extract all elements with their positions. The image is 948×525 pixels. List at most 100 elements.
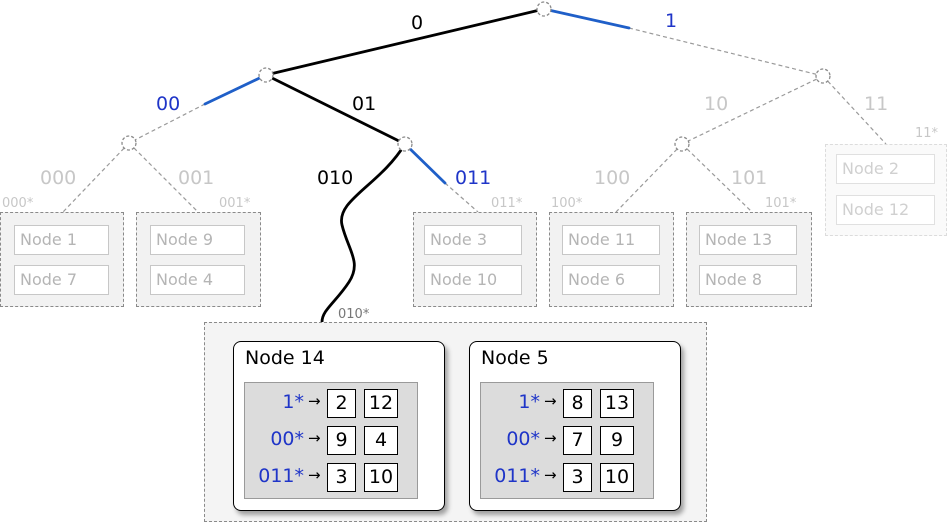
edge-00 (203, 73, 268, 106)
edge-00-faded (128, 103, 206, 144)
routing-entry: 2 (327, 389, 356, 418)
edge-label-101: 101 (731, 167, 767, 189)
edge-1 (542, 7, 631, 30)
edge-label-10: 10 (704, 93, 728, 115)
routing-table: 1* → 8 13 00* → 7 9 011* → 3 10 (480, 382, 654, 499)
routing-prefix: 1* (282, 391, 304, 413)
kbucket-000: Node 1 Node 7 (0, 212, 124, 307)
routing-entry: 13 (600, 389, 634, 418)
routing-entry: 12 (364, 389, 398, 418)
routing-prefix: 011* (494, 465, 540, 487)
arrow-icon: → (308, 429, 321, 447)
trie-node-10 (674, 136, 690, 152)
routing-row: 00* → 9 4 (245, 425, 417, 457)
arrow-icon: → (544, 466, 557, 484)
edge-100 (615, 143, 683, 213)
edge-label-1: 1 (665, 10, 677, 32)
trie-node-0 (258, 67, 274, 83)
trie-node-01 (397, 136, 413, 152)
routing-entry: 10 (364, 463, 398, 492)
prefix-label-101: 101* (765, 196, 797, 211)
routing-prefix: 011* (258, 465, 304, 487)
edge-10 (681, 75, 824, 145)
edge-101 (681, 143, 753, 213)
kbucket-node: Node 12 (836, 195, 935, 225)
routing-row: 011* → 3 10 (245, 462, 417, 494)
prefix-label-11: 11* (915, 126, 939, 141)
kbucket-node: Node 4 (150, 265, 245, 295)
edge-label-11: 11 (864, 93, 888, 115)
edge-01 (264, 73, 407, 146)
routing-prefix: 1* (518, 391, 540, 413)
edge-label-0: 0 (411, 12, 423, 34)
edge-011-faded (444, 182, 479, 213)
trie-node-1 (815, 68, 831, 84)
routing-table: 1* → 2 12 00* → 9 4 011* → 3 10 (244, 382, 418, 499)
edge-label-001: 001 (178, 167, 214, 189)
kbucket-001: Node 9 Node 4 (136, 212, 261, 307)
routing-row: 1* → 2 12 (245, 388, 417, 420)
routing-entry: 8 (563, 389, 592, 418)
kbucket-node: Node 1 (14, 225, 109, 255)
arrow-icon: → (308, 466, 321, 484)
routing-row: 1* → 8 13 (481, 388, 653, 420)
lookup-path (264, 7, 546, 324)
prefix-label-000: 000* (2, 196, 34, 211)
edge-1-faded (628, 27, 824, 77)
edge-0 (264, 7, 546, 77)
edge-11 (822, 75, 887, 145)
edge-label-01: 01 (352, 93, 376, 115)
prefix-label-011: 011* (491, 196, 523, 211)
prefix-label-010: 010* (338, 307, 370, 322)
kbucket-node: Node 2 (836, 154, 935, 184)
trie-nodes (121, 1, 831, 152)
routing-entry: 10 (600, 463, 634, 492)
node-card: Node 14 1* → 2 12 00* → 9 4 011* → 3 10 (233, 341, 445, 511)
arrow-icon: → (544, 392, 557, 410)
edge-label-010: 010 (317, 167, 353, 189)
routing-row: 011* → 3 10 (481, 462, 653, 494)
routing-entry: 9 (600, 426, 634, 455)
kbucket-node: Node 9 (150, 225, 245, 255)
routing-entry: 3 (563, 463, 592, 492)
prefix-label-001: 001* (219, 196, 251, 211)
edge-label-011: 011 (455, 167, 491, 189)
kbucket-node: Node 11 (562, 225, 660, 255)
kbucket-node: Node 8 (699, 265, 797, 295)
edge-label-000: 000 (40, 167, 76, 189)
prefix-label-100: 100* (551, 196, 583, 211)
routing-entry: 4 (364, 426, 398, 455)
node-card-title: Node 14 (245, 347, 325, 369)
kbucket-node: Node 3 (424, 225, 522, 255)
kbucket-node: Node 10 (424, 265, 522, 295)
routing-entry: 3 (327, 463, 356, 492)
trie-node-root (536, 1, 552, 17)
edge-011 (403, 142, 447, 185)
edge-001 (128, 142, 199, 213)
node-card: Node 5 1* → 8 13 00* → 7 9 011* → 3 10 (469, 341, 681, 511)
edge-010 (320, 142, 407, 324)
edge-label-00: 00 (156, 93, 180, 115)
node-card-title: Node 5 (481, 347, 549, 369)
routing-prefix: 00* (506, 428, 540, 450)
kbucket-101: Node 13 Node 8 (686, 212, 812, 307)
faded-edges (62, 27, 887, 213)
routing-row: 00* → 7 9 (481, 425, 653, 457)
arrow-icon: → (308, 392, 321, 410)
kbucket-node: Node 7 (14, 265, 109, 295)
trie-node-00 (121, 135, 137, 151)
edge-label-100: 100 (594, 167, 630, 189)
kbucket-node: Node 13 (699, 225, 797, 255)
kbucket-100: Node 11 Node 6 (549, 212, 674, 307)
edge-000 (62, 142, 130, 213)
routing-prefix: 00* (270, 428, 304, 450)
kbucket-node: Node 6 (562, 265, 660, 295)
arrow-icon: → (544, 429, 557, 447)
routing-entry: 7 (563, 426, 592, 455)
routing-entry: 9 (327, 426, 356, 455)
kbucket-011: Node 3 Node 10 (413, 212, 537, 307)
kbucket-11: Node 2 Node 12 (825, 144, 947, 236)
highlight-edges (203, 7, 631, 185)
